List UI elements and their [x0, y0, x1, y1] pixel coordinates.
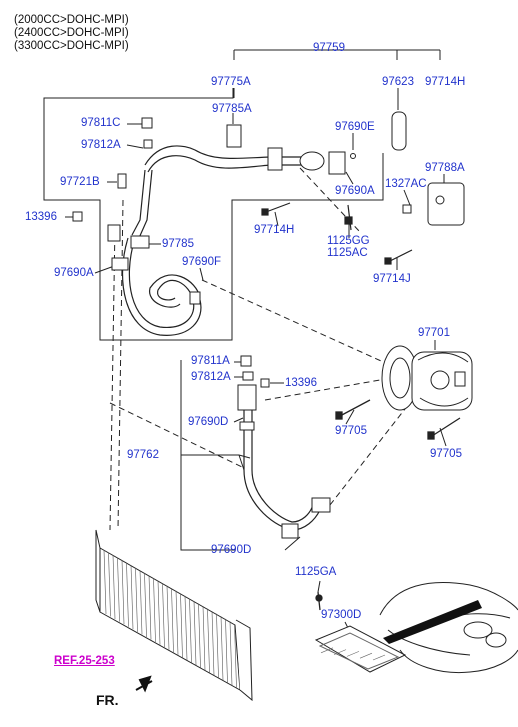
label-97714H-top: 97714H	[425, 76, 466, 88]
label-97759: 97759	[313, 42, 345, 54]
label-97714H-mid: 97714H	[254, 224, 295, 236]
label-97714J: 97714J	[373, 273, 411, 285]
engine-spec-line-1: (2000CC>DOHC-MPI)	[14, 14, 129, 26]
front-direction-arrow	[135, 675, 153, 693]
engine-spec-line-3: (3300CC>DOHC-MPI)	[14, 40, 129, 52]
label-1125AC: 1125AC	[327, 247, 368, 259]
label-97812A-low: 97812A	[191, 371, 231, 383]
bracket-97759	[233, 49, 441, 60]
label-97690E: 97690E	[335, 121, 375, 133]
label-97812A-top: 97812A	[81, 139, 121, 151]
cover-plate	[314, 625, 407, 673]
label-97811A: 97811A	[191, 355, 230, 367]
label-97690F: 97690F	[182, 256, 222, 268]
front-direction-label: FR.	[96, 692, 119, 708]
condenser	[95, 529, 253, 702]
label-97300D: 97300D	[321, 609, 362, 621]
label-97785A: 97785A	[212, 103, 252, 115]
vehicle-front-sketch	[379, 582, 518, 674]
label-97762: 97762	[127, 449, 159, 461]
label-97690D-low: 97690D	[211, 544, 252, 556]
label-1327AC: 1327AC	[385, 178, 427, 190]
upper-assembly-frame	[43, 88, 384, 341]
label-13396-left: 13396	[25, 211, 57, 223]
label-1125GG: 1125GG	[327, 235, 370, 247]
label-97705-right: 97705	[430, 448, 462, 460]
lower-assembly-frame	[180, 360, 235, 551]
label-97623: 97623	[382, 76, 414, 88]
label-97701: 97701	[418, 327, 450, 339]
label-97785: 97785	[162, 238, 194, 250]
label-97690D-mid: 97690D	[188, 416, 229, 428]
label-97811C: 97811C	[81, 117, 121, 129]
label-97690A-right: 97690A	[335, 185, 375, 197]
engine-spec-line-2: (2400CC>DOHC-MPI)	[14, 27, 129, 39]
label-97690A-left: 97690A	[54, 267, 94, 279]
label-97705-left: 97705	[335, 425, 367, 437]
label-1125GA: 1125GA	[295, 566, 337, 578]
label-97775A: 97775A	[211, 76, 251, 88]
compressor-97701	[381, 345, 473, 411]
location-arrow	[383, 600, 482, 644]
label-97788A: 97788A	[425, 162, 465, 174]
ref-link-25-253[interactable]: REF.25-253	[54, 655, 115, 667]
label-13396-low: 13396	[285, 377, 317, 389]
label-97721B: 97721B	[60, 176, 100, 188]
